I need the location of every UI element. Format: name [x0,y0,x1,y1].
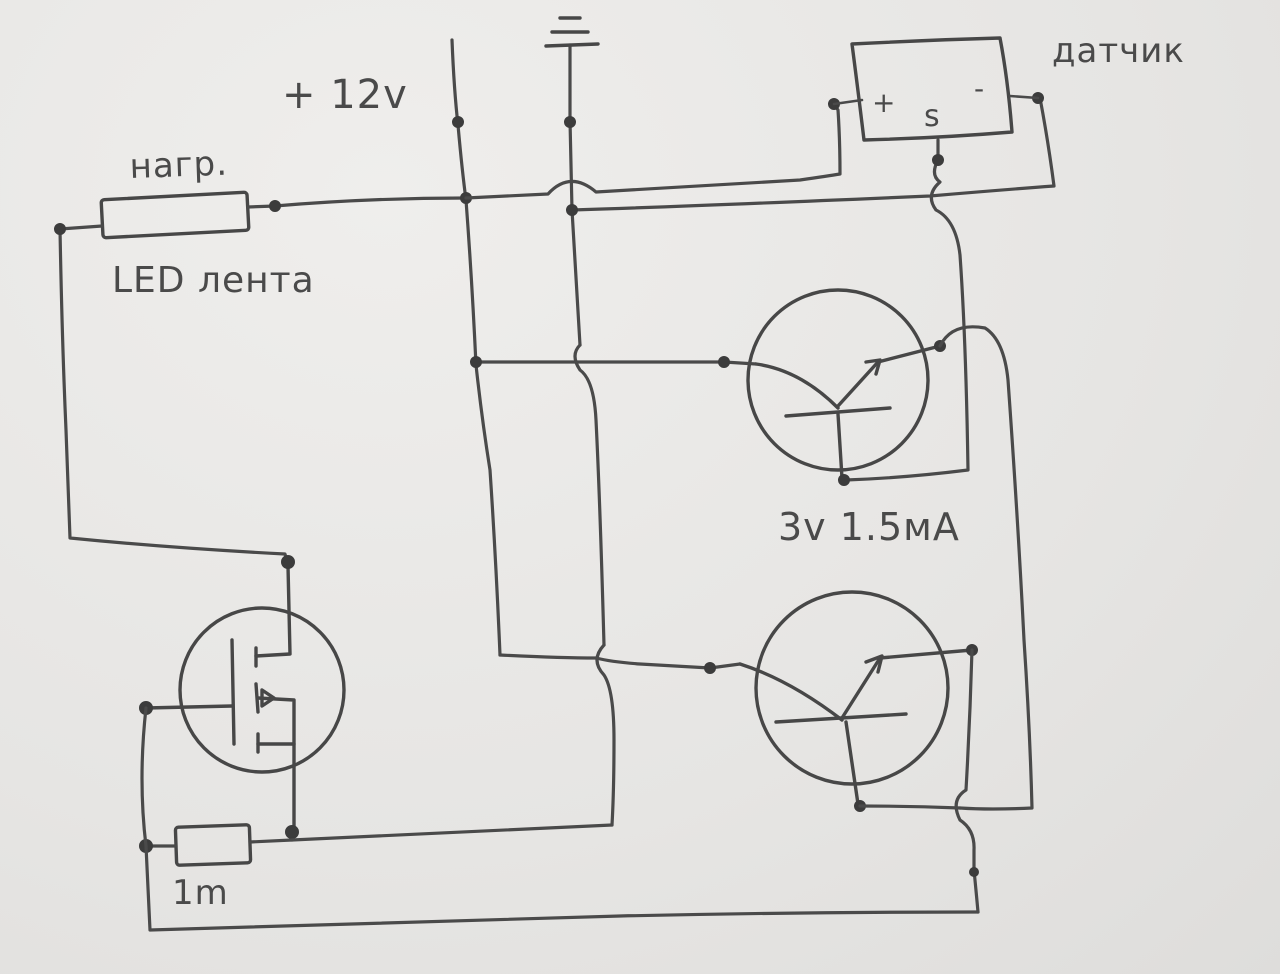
plus12v-node [452,116,464,128]
transistor-q2-collector [738,662,844,722]
load-right-wire [246,196,468,209]
led-strip-label: LED лента [112,260,315,301]
sensor-label: датчик [1052,31,1185,71]
ground-symbol [544,16,600,48]
mosfet-source [256,742,296,834]
sensor-minus-label: - [974,72,985,105]
load-left-node [54,223,66,235]
q2-base-wire [858,804,962,810]
transistor-q1-emitter-arrow [864,358,882,376]
mosfet-drain [254,564,292,658]
ground-bus [570,96,1056,212]
ground-rail [568,43,582,347]
transistor-q1-base-bar [784,406,892,418]
transistor-q2-emitter-arrow [864,654,884,674]
sensor-signal-wire [844,138,970,482]
sensor-plus-wire [464,102,842,200]
mosfet-gate [230,638,236,746]
sensor-signal-label: s [924,99,941,134]
mosfet-arrow [260,688,276,708]
mosfet-drain-node [281,555,295,569]
transistor-q2-emitter [840,648,974,720]
supply-label: + 12v [282,72,408,118]
transistor-rating-label: 3v 1.5мA [778,505,960,549]
plus12v-rail [450,38,502,657]
q1-left-wire [474,360,758,366]
transistor-q2-body [754,590,950,786]
sensor-minus-lead [1008,94,1040,100]
mosfet-body [178,606,346,774]
transistor-q1-base-lead [836,412,844,480]
mosfet-gate-lead [144,704,234,710]
gate-resistor-link [140,706,148,848]
load-resistor [99,190,251,240]
transistor-q1-body [746,288,930,472]
ground-rail-jump-2 [595,643,616,827]
ground-rail-jump-1 [573,343,606,647]
q2-emitter-node [969,867,979,877]
q2-left-wire [498,653,742,670]
load-label: нагр. [129,144,229,187]
source-ground-link [290,823,614,842]
q1-base-node [838,474,850,486]
resistor-1m-right [248,838,294,844]
transistor-q1-collector [754,362,840,410]
ground-bus-node [566,204,578,216]
resistor-label: 1m [172,873,229,913]
sensor-signal-node [932,154,944,166]
q1-emitter-link [938,325,1034,811]
load-right-node [269,200,281,212]
transistor-q2-base-lead [844,720,860,806]
load-left-wire [58,224,290,568]
ground-node [564,116,576,128]
resistor-1m [173,823,253,867]
bottom-loop [144,844,980,932]
q2-emitter-wire [954,648,980,914]
sensor-box [850,36,1014,142]
sensor-plus-lead [832,98,864,106]
mosfet-source-node [285,825,299,839]
q1-left-node [718,356,730,368]
sensor-plus-label: + [872,86,896,119]
q1-rail-node [470,356,482,368]
q2-left-node [704,662,716,674]
